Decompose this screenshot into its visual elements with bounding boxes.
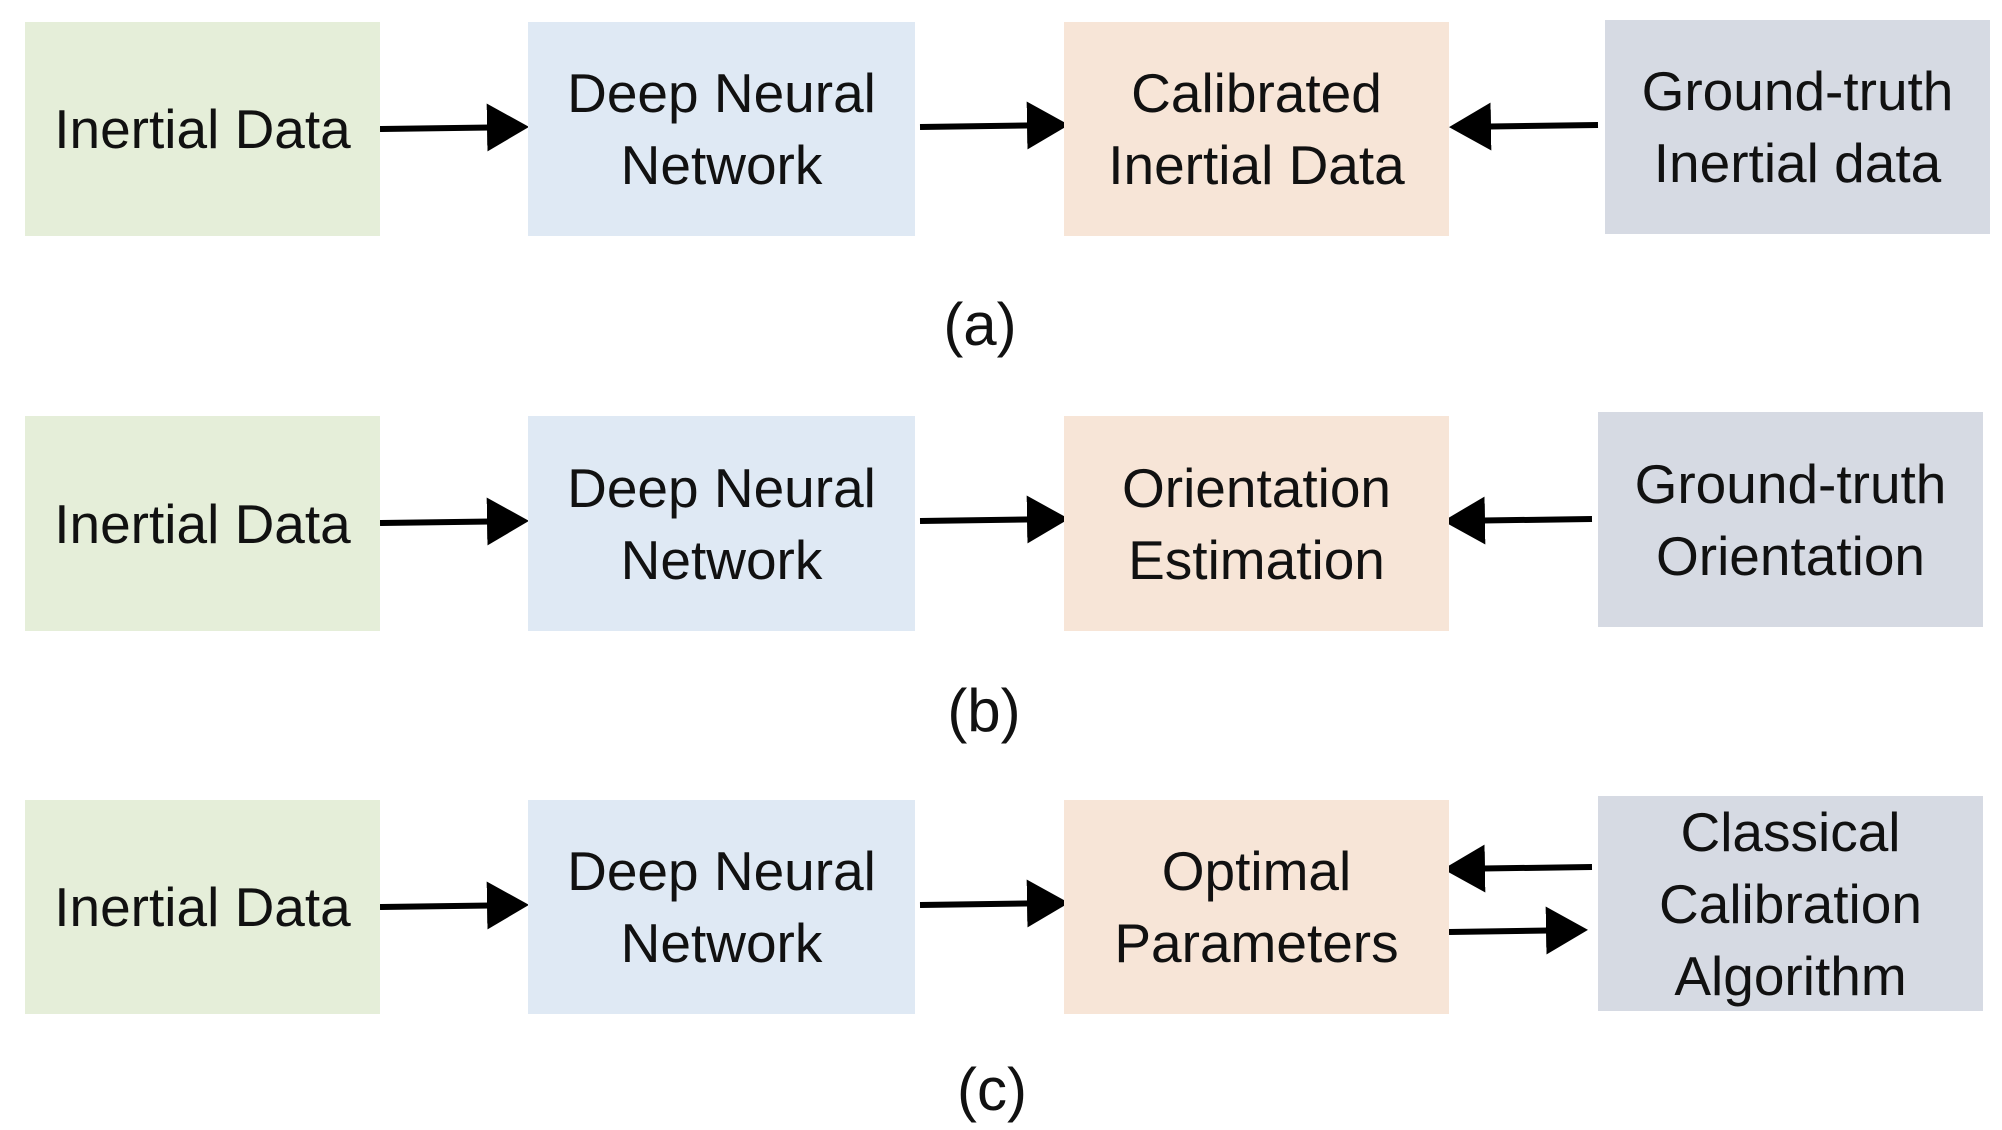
output-box-c: Optimal Parameters (1064, 800, 1449, 1014)
input-box-b: Inertial Data (25, 416, 380, 631)
output-box-a: Calibrated Inertial Data (1064, 22, 1449, 236)
input-label-b: Inertial Data (54, 492, 351, 555)
network-label-a-line1: Deep Neural (567, 62, 876, 124)
reference-label-a-line1: Ground-truth (1641, 60, 1954, 122)
arrow-a-network-to-output (919, 101, 1069, 150)
reference-label-c-line3: Algorithm (1674, 944, 1907, 1007)
output-label-c-line2: Parameters (1114, 912, 1399, 974)
arrow-b-network-to-output (919, 495, 1069, 544)
arrow-b-input-to-network (379, 497, 529, 546)
reference-label-a-line2: Inertial data (1653, 132, 1942, 194)
arrow-a-input-to-network (379, 103, 529, 152)
network-box-b: Deep Neural Network (528, 416, 915, 631)
arrow-b-reference-to-output (1443, 496, 1593, 545)
output-box-b: Orientation Estimation (1064, 416, 1449, 631)
output-label-b-line2: Estimation (1128, 528, 1385, 591)
input-box-c: Inertial Data (25, 800, 380, 1014)
network-label-b-line2: Network (620, 528, 823, 591)
reference-box-b: Ground-truth Orientation (1598, 412, 1983, 627)
network-label-c-line2: Network (620, 912, 823, 974)
reference-box-c: Classical Calibration Algorithm (1598, 796, 1983, 1011)
input-label-a: Inertial Data (54, 98, 351, 160)
arrow-c-output-to-reference (1448, 906, 1588, 955)
network-box-a: Deep Neural Network (528, 22, 915, 236)
reference-label-b-line1: Ground-truth (1634, 452, 1947, 515)
input-label-c: Inertial Data (54, 876, 351, 938)
output-label-a-line2: Inertial Data (1108, 134, 1405, 196)
caption-c: (c) (957, 1056, 1027, 1123)
network-label-c-line1: Deep Neural (567, 840, 876, 902)
arrow-c-network-to-output (919, 879, 1069, 928)
output-label-c-line1: Optimal (1161, 840, 1352, 902)
arrow-a-reference-to-output (1449, 102, 1599, 151)
network-label-a-line2: Network (620, 134, 823, 196)
arrow-c-input-to-network (379, 881, 529, 930)
arrow-c-reference-to-output (1443, 844, 1593, 893)
reference-label-b-line2: Orientation (1655, 524, 1926, 587)
output-label-a-line1: Calibrated (1131, 62, 1382, 124)
caption-a: (a) (943, 291, 1017, 358)
input-box-a: Inertial Data (25, 22, 380, 236)
reference-box-a: Ground-truth Inertial data (1605, 20, 1990, 234)
reference-label-c-line2: Calibration (1659, 872, 1922, 935)
network-label-b-line1: Deep Neural (567, 456, 876, 519)
network-box-c: Deep Neural Network (528, 800, 915, 1014)
output-label-b-line1: Orientation (1121, 456, 1392, 519)
caption-b: (b) (947, 677, 1021, 744)
reference-label-c-line1: Classical (1680, 800, 1901, 863)
